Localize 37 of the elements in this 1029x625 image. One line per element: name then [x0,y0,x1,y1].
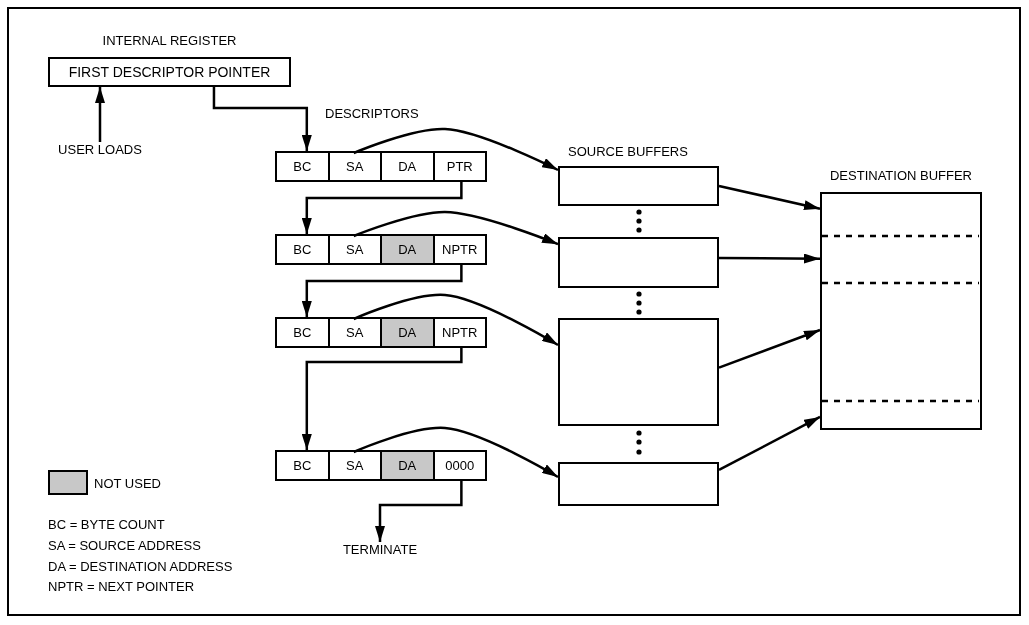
source-buffer [558,462,719,506]
descriptor-row [275,317,487,348]
descriptor-row [275,450,487,481]
arrow [353,210,559,246]
arrow [212,87,312,151]
arrow [353,293,559,347]
descriptor-row [275,151,487,182]
arrow [353,127,559,172]
group-heading: SOURCE BUFFERS [568,144,688,159]
node-label: USER LOADS [48,142,152,162]
arrow [718,328,821,369]
arrow [301,346,463,450]
arrow [718,184,821,211]
register-box: FIRST DESCRIPTOR POINTER [48,57,291,87]
abbreviation-note: BC = BYTE COUNT [48,517,165,532]
arrow [301,180,463,234]
arrow [719,253,820,264]
source-buffer [558,237,719,288]
arrow [95,87,105,142]
abbreviation-note: NPTR = NEXT POINTER [48,579,195,594]
source-buffer [558,318,719,426]
unused-descriptor-field: DA [380,236,433,263]
node-label: TERMINATE [330,542,430,562]
unused-descriptor-field: DA [380,319,433,346]
arrow [301,263,463,317]
arrow [353,426,559,479]
box-heading: DESTINATION BUFFER [828,168,973,183]
source-buffer [558,166,719,206]
abbreviation-note: SA = SOURCE ADDRESS [48,538,201,553]
group-heading: DESCRIPTORS [325,106,419,121]
unused-descriptor-field: DA [380,452,433,479]
descriptor-row [275,234,487,265]
legend-label: NOT USED [94,476,161,491]
box-heading: INTERNAL REGISTER [101,33,238,48]
arrow [718,415,821,472]
arrow [375,479,463,542]
abbreviation-note: DA = DESTINATION ADDRESS [48,559,233,574]
